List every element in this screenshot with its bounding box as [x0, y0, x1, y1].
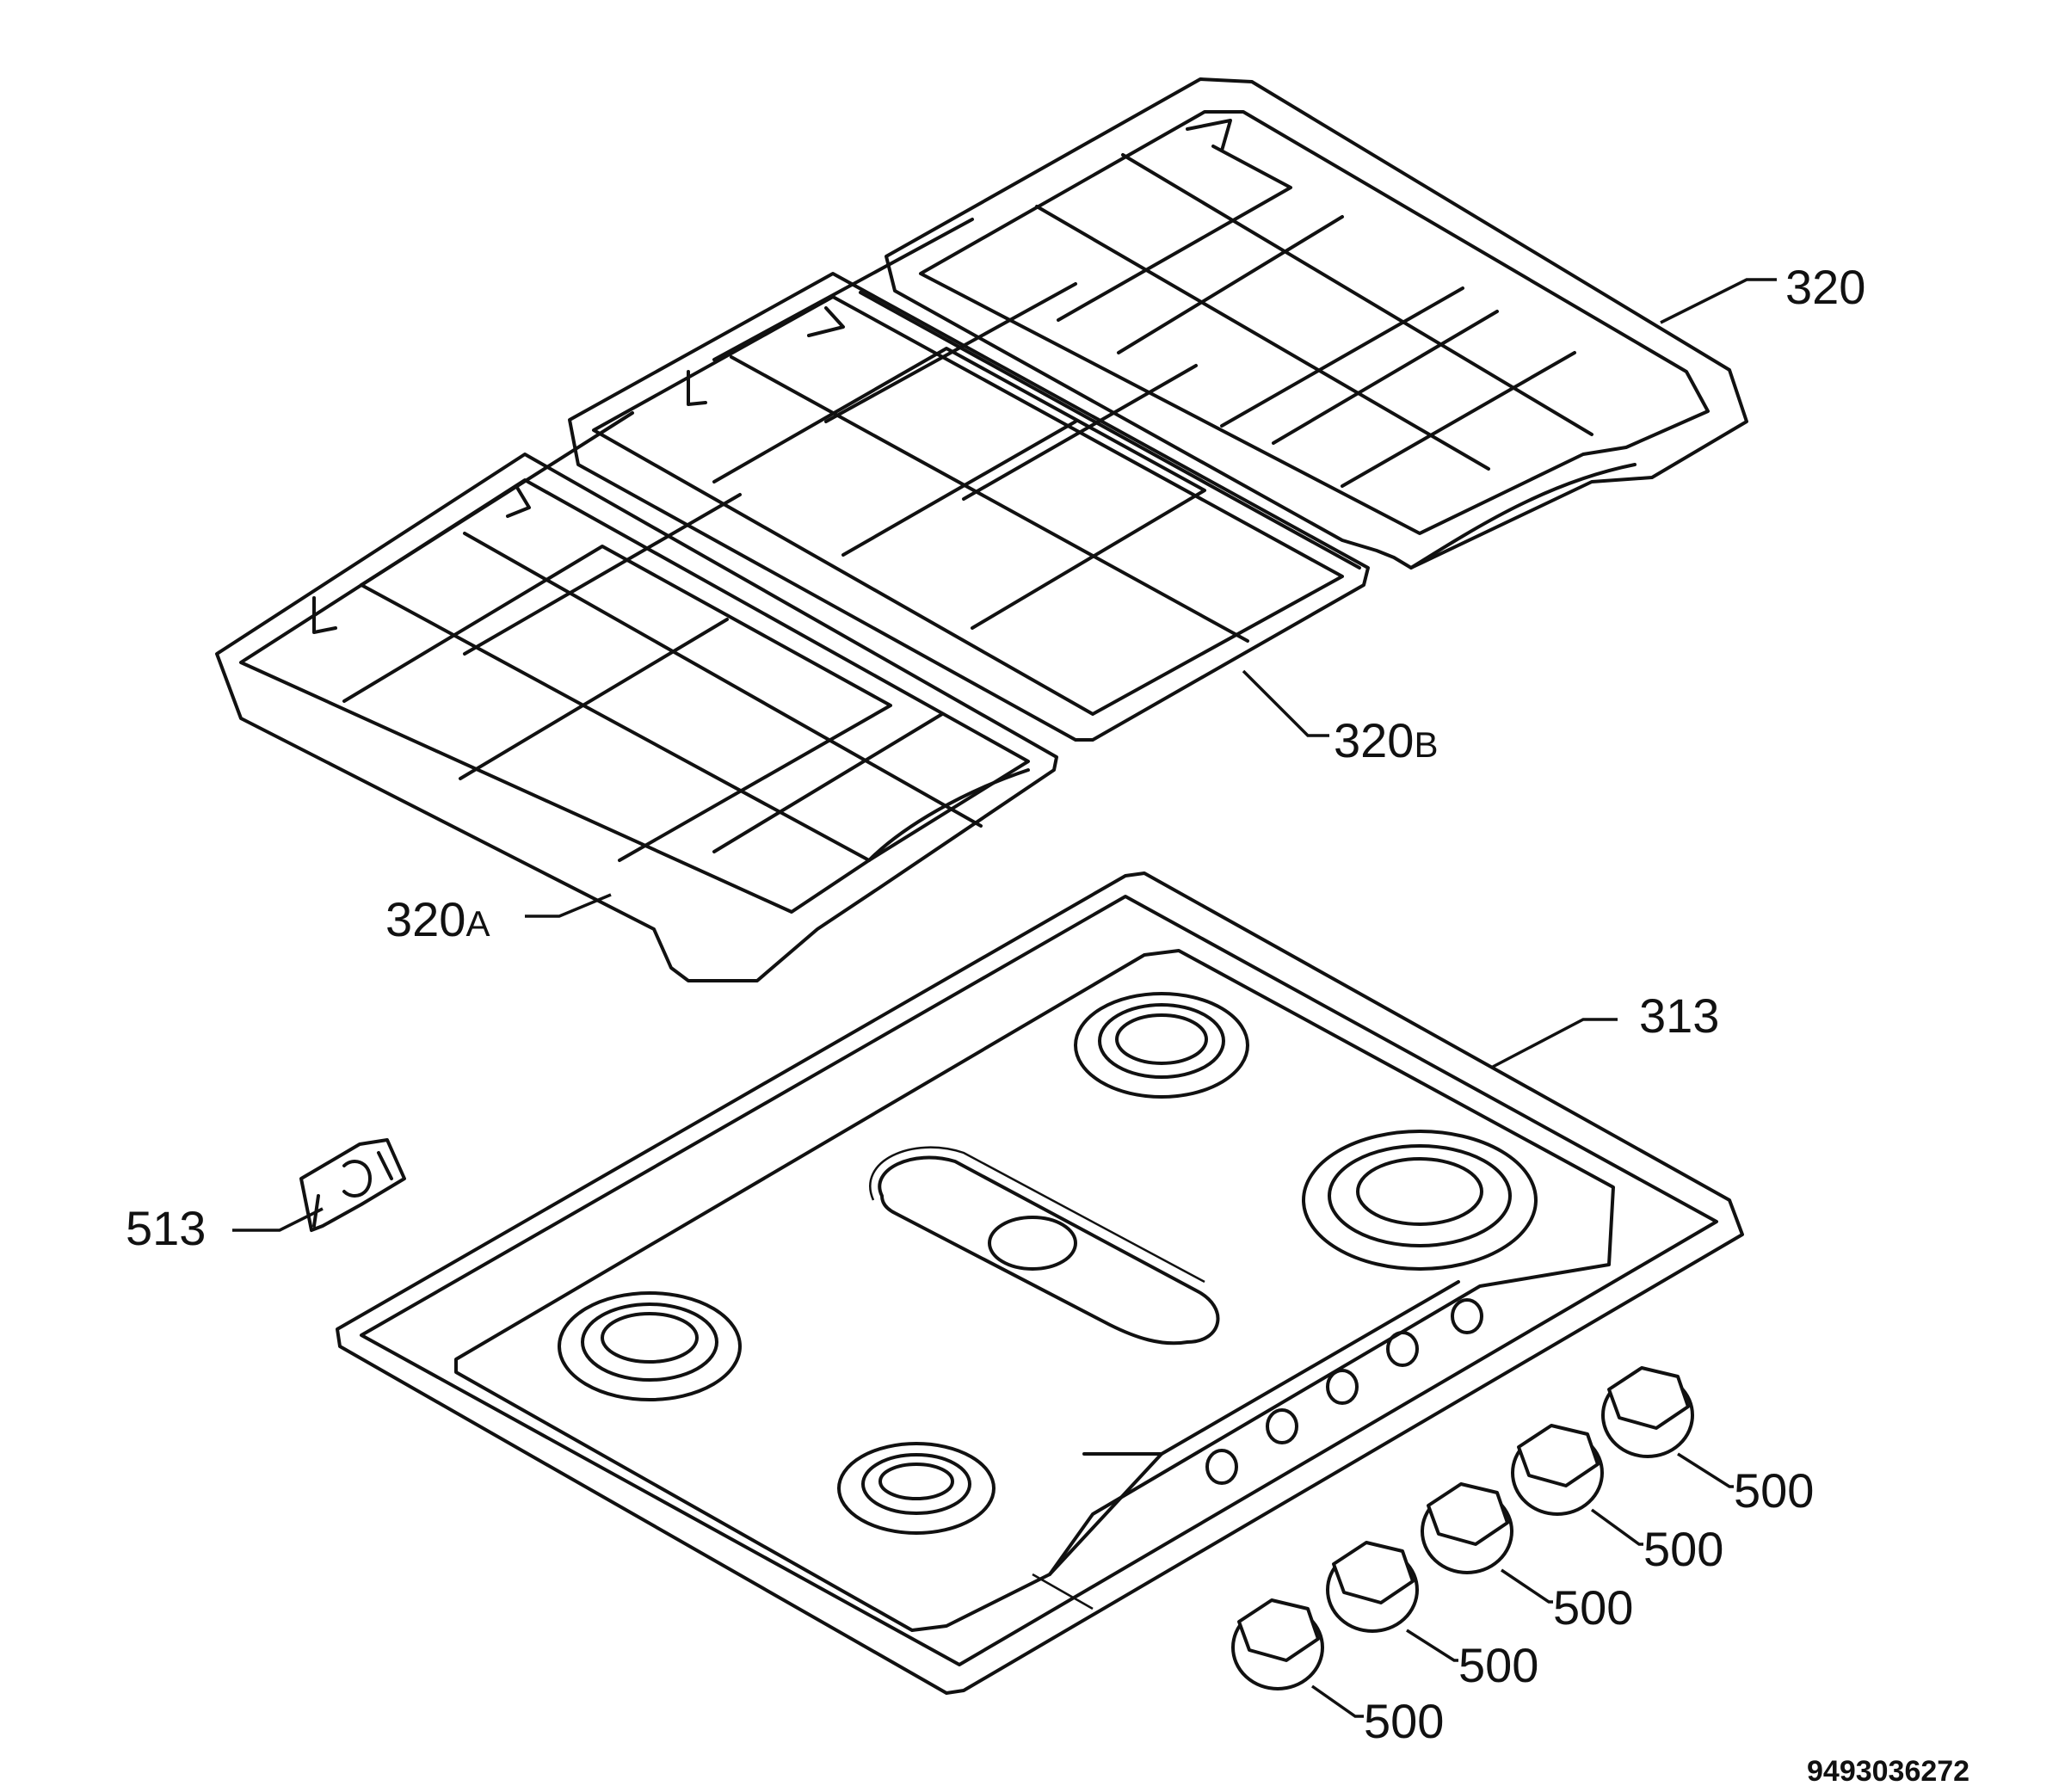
control-knobs: [1231, 1366, 1694, 1690]
label-knob-500: 500: [1643, 1522, 1723, 1576]
label-320a: 320A: [385, 892, 490, 946]
drawing-number: 9493036272: [1807, 1755, 1969, 1788]
label-320: 320: [1785, 260, 1865, 314]
pan-support-320: [885, 77, 1748, 570]
control-knob: [1231, 1598, 1324, 1690]
control-knob: [1511, 1424, 1604, 1516]
label-knob-500: 500: [1734, 1463, 1814, 1518]
pan-support-320b: [568, 218, 1370, 742]
label-320b: 320B: [1334, 713, 1438, 767]
hob-top-313: [336, 871, 1744, 1695]
control-knob: [1601, 1366, 1694, 1458]
label-knob-500: 500: [1364, 1694, 1444, 1748]
label-513: 513: [126, 1201, 206, 1255]
label-knob-500: 500: [1458, 1638, 1538, 1692]
control-knob: [1421, 1482, 1513, 1574]
leader-lines: [232, 278, 1777, 1718]
pan-support-320a: [215, 411, 1058, 982]
clip-513: [299, 1138, 406, 1232]
label-knob-500: 500: [1553, 1580, 1633, 1635]
label-313: 313: [1639, 988, 1719, 1043]
control-knob: [1326, 1541, 1419, 1633]
